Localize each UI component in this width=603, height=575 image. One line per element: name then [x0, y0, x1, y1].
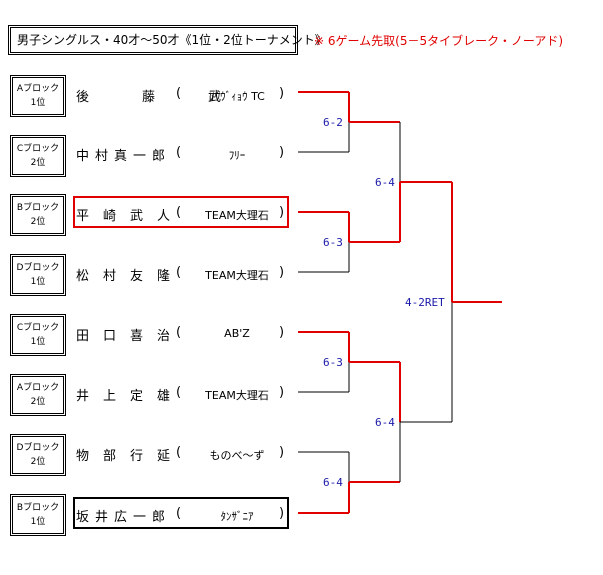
winner-highlight — [73, 196, 289, 228]
paren-close: ) — [279, 205, 285, 220]
block-rank: 2位 — [30, 158, 46, 168]
block-label-1: Aブロック 1位 — [12, 77, 64, 115]
player-club: ﾀﾝｻﾞﾆｱ — [220, 510, 254, 523]
player-name: 後 藤 武 — [76, 90, 242, 105]
block-name: Cブロック — [16, 144, 60, 154]
paren-open: ( — [176, 145, 182, 160]
block-name: Aブロック — [16, 84, 60, 94]
paren-close: ) — [279, 86, 285, 101]
player-name: 松村友隆 — [76, 269, 185, 284]
block-label-8: Bブロック 1位 — [12, 496, 64, 534]
paren-open: ( — [176, 86, 182, 101]
block-label-5: Cブロック 1位 — [12, 316, 64, 354]
player-club: AB'Z — [224, 327, 250, 340]
tournament-title: 男子シングルス・40才～50才《1位・2位トーナメント》 — [10, 27, 327, 53]
block-name: Bブロック — [16, 203, 60, 213]
score-r2-m1: 6-4 — [375, 176, 395, 189]
paren-close: ) — [279, 385, 285, 400]
player-club: TEAM大理石 — [205, 269, 269, 282]
player-club: ﾌﾘｰ — [228, 149, 246, 162]
paren-close: ) — [279, 445, 285, 460]
score-r1-m3: 6-3 — [323, 356, 343, 369]
block-rank: 2位 — [30, 457, 46, 467]
score-r2-m2: 6-4 — [375, 416, 395, 429]
score-r1-m1: 6-2 — [323, 116, 343, 129]
block-label-2: Cブロック 2位 — [12, 137, 64, 175]
player-name: 田口喜治 — [76, 329, 185, 344]
player-club: TEAM大理石 — [205, 209, 269, 222]
paren-open: ( — [176, 205, 182, 220]
paren-close: ) — [279, 265, 285, 280]
paren-open: ( — [176, 265, 182, 280]
paren-open: ( — [176, 445, 182, 460]
block-rank: 2位 — [30, 397, 46, 407]
paren-open: ( — [176, 325, 182, 340]
player-name: 中村真一郎 — [76, 149, 172, 164]
block-name: Aブロック — [16, 383, 60, 393]
score-r1-m2: 6-3 — [323, 236, 343, 249]
paren-open: ( — [176, 385, 182, 400]
block-label-7: Dブロック 2位 — [12, 436, 64, 474]
player-club: TEAM大理石 — [205, 389, 269, 402]
block-rank: 2位 — [30, 217, 46, 227]
block-rank: 1位 — [30, 517, 46, 527]
player-name: 物部行延 — [76, 449, 185, 464]
block-name: Cブロック — [16, 323, 60, 333]
block-name: Dブロック — [16, 443, 60, 453]
player-club: ものべ～ず — [209, 449, 265, 462]
rules-note: ※ 6ゲーム先取(5－5タイブレーク・ノーアド) — [314, 34, 564, 48]
name-box-highlight — [73, 497, 289, 529]
paren-close: ) — [279, 145, 285, 160]
score-final: 4-2RET — [405, 296, 445, 309]
player-name: 平崎武人 — [76, 209, 185, 224]
block-name: Dブロック — [16, 263, 60, 273]
block-label-4: Dブロック 1位 — [12, 256, 64, 294]
block-label-6: Aブロック 2位 — [12, 376, 64, 414]
block-name: Bブロック — [16, 503, 60, 513]
paren-close: ) — [279, 325, 285, 340]
block-rank: 1位 — [30, 337, 46, 347]
paren-open: ( — [176, 506, 182, 521]
player-name: 井上定雄 — [76, 389, 185, 404]
player-club: ｿｳｳﾞｨｮｳ TC — [209, 90, 265, 103]
block-rank: 1位 — [30, 98, 46, 108]
block-rank: 1位 — [30, 277, 46, 287]
player-name: 坂井広一郎 — [76, 510, 172, 525]
score-r1-m4: 6-4 — [323, 476, 343, 489]
block-label-3: Bブロック 2位 — [12, 196, 64, 234]
paren-close: ) — [279, 506, 285, 521]
